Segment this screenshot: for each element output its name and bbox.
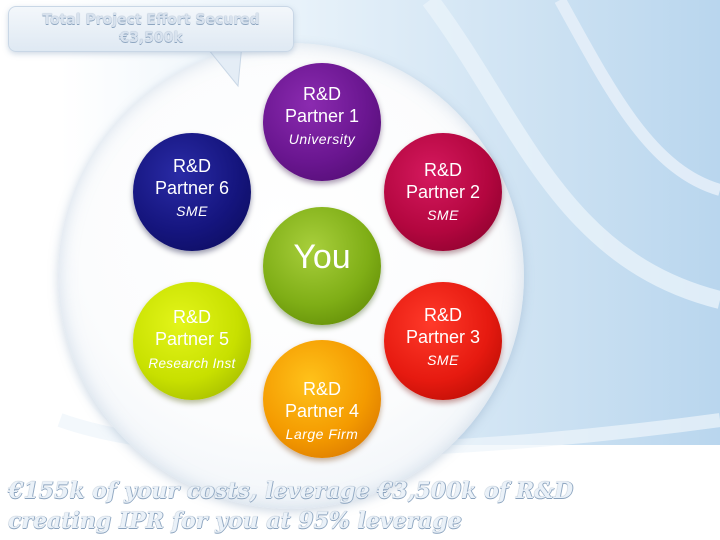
partner-4-node: R&D Partner 4 Large Firm — [263, 340, 381, 458]
you-label: You — [293, 238, 351, 276]
partner-5-node: R&D Partner 5 Research Inst — [133, 282, 251, 400]
partner-3-title-line-2: Partner 3 — [405, 327, 481, 347]
effort-callout: Total Project Effort Secured €3,500k — [8, 6, 294, 52]
partner-4-title-line-1: R&D — [302, 379, 341, 399]
partner-4-title-line-2: Partner 4 — [284, 401, 360, 421]
partner-2-node: R&D Partner 2 SME — [384, 133, 502, 251]
partner-6-title-line-2: Partner 6 — [154, 178, 230, 198]
partner-5-title-line-1: R&D — [172, 307, 211, 327]
you-center-node: You — [263, 207, 381, 325]
partner-1-title-line-2: Partner 1 — [284, 106, 360, 126]
partner-2-title-line-2: Partner 2 — [405, 182, 481, 202]
partner-2-type: SME — [427, 207, 459, 223]
partner-3-type: SME — [427, 352, 459, 368]
partner-1-title-line-1: R&D — [302, 84, 341, 104]
callout-line-1: Total Project Effort Secured — [42, 12, 260, 28]
callout-tail — [203, 44, 243, 88]
partner-3-node: R&D Partner 3 SME — [384, 282, 502, 400]
tagline-line-1: €155k of your costs, leverage €3,500k of… — [8, 478, 574, 504]
partner-1-node: R&D Partner 1 University — [263, 63, 381, 181]
partner-4-type: Large Firm — [285, 426, 359, 442]
partner-6-node: R&D Partner 6 SME — [133, 133, 251, 251]
leverage-tagline: €155k of your costs, leverage €3,500k of… — [8, 476, 608, 536]
partner-6-type: SME — [176, 203, 208, 219]
partner-3-title-line-1: R&D — [423, 305, 462, 325]
partner-2-title-line-1: R&D — [423, 160, 462, 180]
partner-5-type: Research Inst — [148, 356, 236, 371]
partner-5-title-line-2: Partner 5 — [154, 329, 230, 349]
callout-line-2: €3,500k — [119, 30, 183, 46]
partner-6-title-line-1: R&D — [172, 156, 211, 176]
partner-1-type: University — [288, 131, 356, 147]
tagline-line-2: creating IPR for you at 95% leverage — [8, 508, 462, 534]
